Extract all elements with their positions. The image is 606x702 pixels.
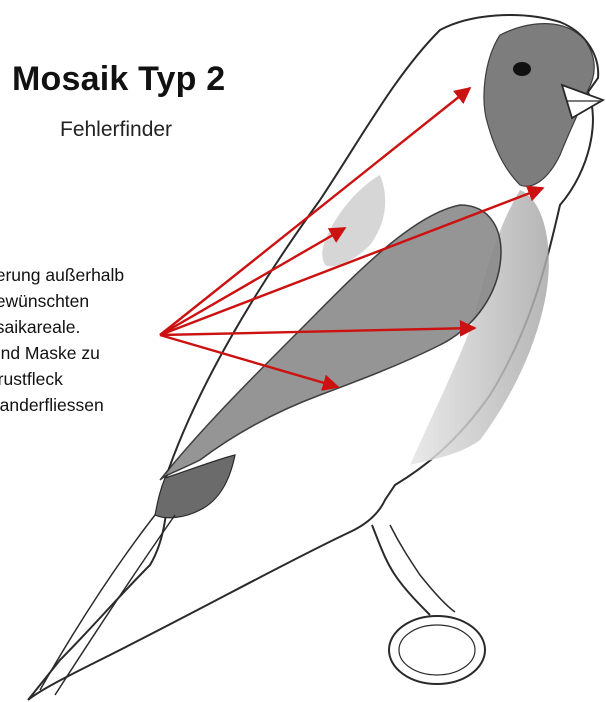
note-line: osaikareale. xyxy=(0,314,124,340)
page-subtitle: Fehlerfinder xyxy=(60,118,172,142)
foot xyxy=(389,616,485,684)
note-line: fend Maske zu xyxy=(0,340,124,366)
note-line: inanderfliessen xyxy=(0,392,124,418)
note-line: gerung außerhalb xyxy=(0,262,124,288)
page-title: Mosaik Typ 2 xyxy=(12,60,225,99)
annotation-note: gerung außerhalb gewünschten osaikareale… xyxy=(0,262,124,418)
note-line: gewünschten xyxy=(0,288,124,314)
eye xyxy=(513,62,531,76)
note-line: Brustfleck xyxy=(0,366,124,392)
leg xyxy=(372,525,430,615)
